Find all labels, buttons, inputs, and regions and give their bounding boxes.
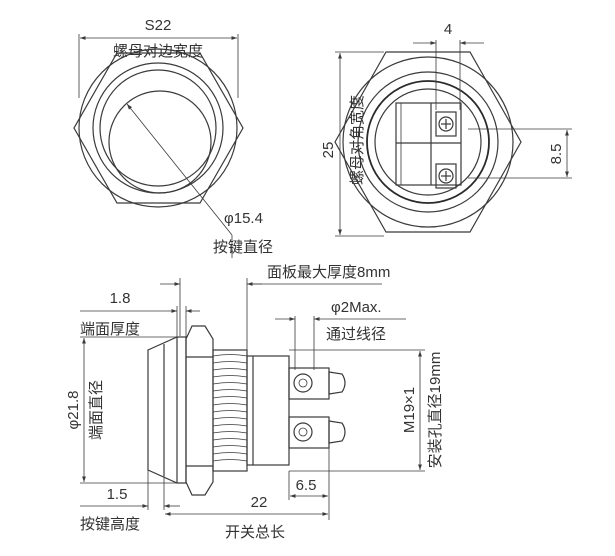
- dim-button-dia: φ15.4: [224, 210, 263, 227]
- side-rear-body: [246, 355, 290, 466]
- dim-face-dia: φ21.8: [65, 391, 82, 430]
- thread-line: [212, 438, 248, 441]
- dim-total-length: 22: [251, 494, 268, 511]
- dim-terminal-length: 6.5: [296, 477, 317, 494]
- thread-line: [212, 382, 248, 385]
- rear-hex-nut: [334, 51, 522, 233]
- front-button-face: [108, 90, 212, 194]
- label-nut-width: 螺母对边宽度: [113, 43, 203, 60]
- label-face-thickness: 端面厚度: [80, 321, 140, 338]
- rear-ring-1: [342, 56, 514, 228]
- dim-thread: M19×1: [401, 387, 418, 433]
- rear-ring-2: [357, 71, 499, 213]
- thread-line: [212, 361, 248, 364]
- thread-line: [212, 375, 248, 378]
- thread-line: [212, 354, 248, 357]
- thread-line: [212, 424, 248, 427]
- thread-line: [212, 459, 248, 462]
- dim-button-dia-leader: [126, 103, 233, 236]
- dim-nut-width: S22: [145, 17, 172, 34]
- thread-line: [212, 368, 248, 371]
- front-ring-outer: [78, 48, 238, 208]
- side-terminal-bottom: [288, 416, 346, 449]
- thread-line: [212, 389, 248, 392]
- thread-line: [212, 410, 248, 413]
- dim-face-thickness: 1.8: [110, 290, 131, 307]
- dim-nut-corner: 25: [320, 142, 337, 159]
- rear-ring-4: [374, 88, 482, 196]
- rear-ring-3: [366, 80, 490, 204]
- terminal-block: [395, 102, 462, 186]
- label-wire-hole: 通过线径: [326, 326, 386, 343]
- label-button-height: 按键高度: [80, 516, 140, 533]
- thread-line: [212, 431, 248, 434]
- terminal-screw-bottom: [435, 163, 457, 189]
- label-mount-hole: 安装孔直径19mm: [427, 352, 444, 469]
- dim-terminal-width: 4: [444, 21, 452, 38]
- front-ring-inner: [99, 69, 217, 187]
- label-face-dia: 端面直径: [88, 380, 105, 440]
- front-view: S22 螺母对边宽度 φ15.4 按键直径: [73, 17, 273, 258]
- label-total-length: 开关总长: [225, 524, 285, 541]
- front-ring-mid: [92, 62, 224, 194]
- side-view: 面板最大厚度8mm 1.8 端面厚度 φ2Max. 通过线径 φ21.8 端面直…: [65, 263, 444, 541]
- terminal-screw-top: [435, 111, 457, 137]
- label-panel-thickness: 面板最大厚度8mm: [267, 263, 390, 281]
- front-hex-nut: [73, 52, 244, 204]
- dim-button-height: 1.5: [107, 486, 128, 503]
- side-hex-nut: [185, 325, 214, 496]
- thread-line: [212, 403, 248, 406]
- side-terminal-top: [288, 367, 346, 400]
- label-nut-corner: 螺母对角宽度: [349, 95, 366, 185]
- label-button-dia: 按键直径: [213, 239, 273, 256]
- thread-line: [212, 417, 248, 420]
- dim-terminal-pitch: 8.5: [548, 144, 565, 165]
- side-button-head: [147, 336, 187, 484]
- thread-lines: [212, 354, 248, 462]
- thread-line: [212, 445, 248, 448]
- rear-view: 4 25 螺母对角宽度 8.5: [320, 21, 572, 237]
- thread-line: [212, 452, 248, 455]
- thread-line: [212, 396, 248, 399]
- dim-wire-hole: φ2Max.: [331, 299, 382, 316]
